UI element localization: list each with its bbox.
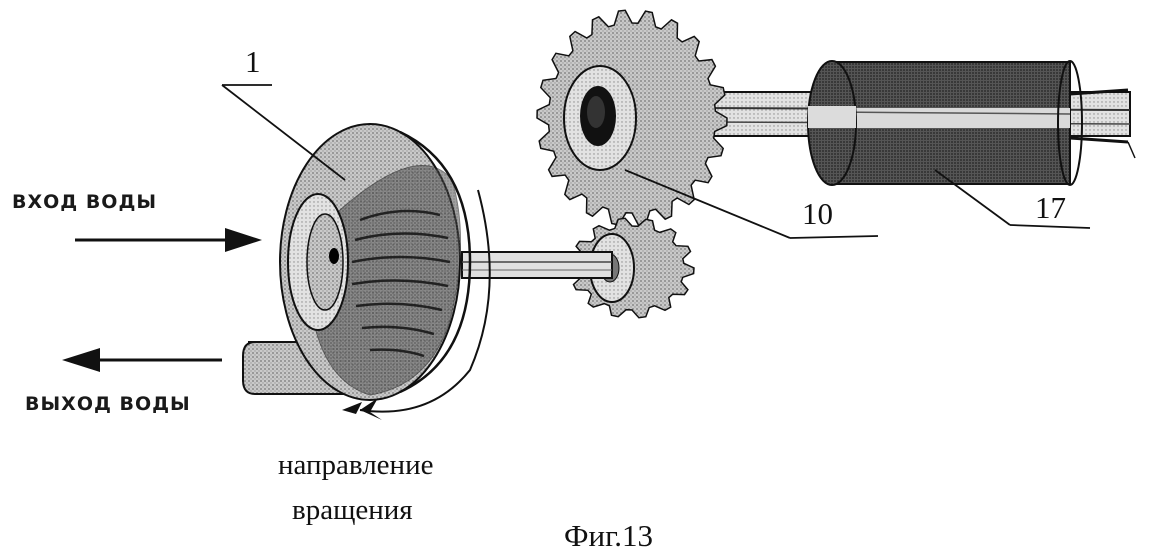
rotation-label-line2: вращения — [292, 494, 413, 526]
generator-rotor — [700, 61, 1135, 185]
ref-label-1: 1 — [245, 44, 261, 79]
water-out-label: ВЫХОД ВОДЫ — [25, 393, 191, 415]
water-out-arrow — [62, 348, 222, 372]
water-in-arrow — [75, 228, 262, 252]
turbine-shaft — [462, 252, 612, 278]
ref-label-10: 10 — [802, 196, 833, 231]
water-in-label: ВХОД ВОДЫ — [12, 191, 157, 213]
rotation-label-line1: направление — [278, 449, 433, 481]
large-gear — [537, 10, 727, 225]
figure-caption: Фиг.13 — [564, 518, 653, 553]
ref-label-17: 17 — [1035, 190, 1066, 225]
turbine-housing — [243, 124, 470, 400]
leader-line-1 — [222, 85, 345, 180]
